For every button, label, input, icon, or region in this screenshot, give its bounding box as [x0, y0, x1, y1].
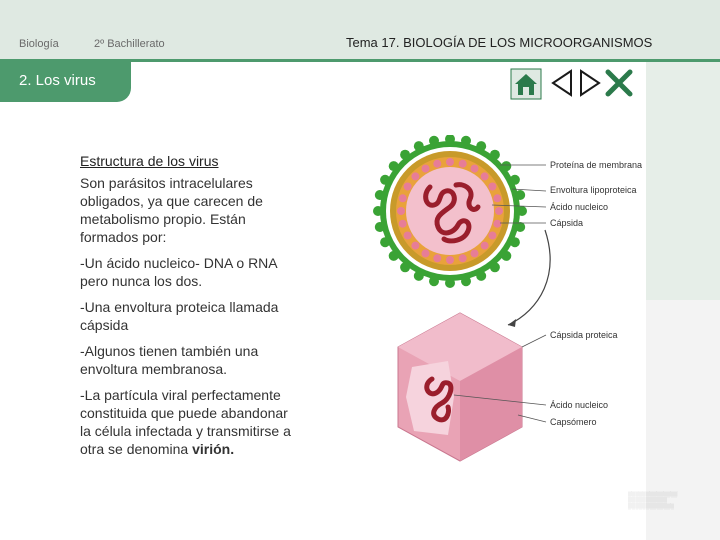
capsomere-bead — [446, 158, 454, 166]
content-heading: Estructura de los virus — [80, 153, 219, 169]
label-lipoprotein-envelope: Envoltura lipoproteica — [550, 185, 637, 195]
capsomere-bead — [488, 182, 497, 191]
capsomere-bead — [403, 182, 412, 191]
capsomere-bead — [397, 207, 405, 215]
membrane-protein — [413, 270, 424, 281]
capsomere-bead — [480, 241, 489, 250]
label-protein-capsid: Cápsida proteica — [550, 330, 618, 340]
membrane-protein — [461, 276, 471, 287]
membrane-protein — [509, 174, 520, 185]
paragraph-envelope: -Algunos tienen también una envoltura me… — [80, 343, 259, 377]
virion-term: virión. — [192, 441, 235, 457]
membrane-protein — [461, 135, 471, 146]
capsomere-bead — [433, 254, 442, 263]
capsomere-bead — [421, 164, 430, 173]
label-capsomere: Capsómero — [550, 417, 597, 427]
capsomere-bead — [458, 254, 467, 263]
capsomere-bead — [470, 249, 479, 258]
membrane-protein — [489, 149, 500, 160]
membrane-protein — [445, 278, 455, 288]
membrane-protein — [374, 190, 385, 200]
membrane-protein — [501, 250, 512, 261]
x-close-icon[interactable] — [604, 68, 634, 98]
membrane-protein — [400, 149, 411, 160]
capsomere-bead — [398, 219, 407, 228]
topic-name: BIOLOGÍA DE LOS MICROORGANISMOS — [403, 35, 653, 50]
virus-structure-figure: Proteína de membrana Envoltura lipoprote… — [350, 134, 646, 465]
copyright-watermark: ░░░░░░░░░░░░░░░░░░░░░░░░░░░░░░░░░░░░░░ — [628, 492, 678, 510]
capsid-beads — [397, 158, 503, 264]
icosahedral-capsid — [397, 312, 523, 462]
paragraph-capsid: -Una envoltura proteica llamada cápsida — [80, 299, 279, 333]
content-text: Estructura de los virus Son parásitos in… — [80, 152, 300, 466]
topic-prefix: Tema 17. — [346, 35, 404, 50]
membrane-protein — [380, 237, 391, 248]
topic-title: Tema 17. BIOLOGÍA DE LOS MICROORGANISMOS — [346, 35, 652, 50]
membrane-protein — [388, 161, 399, 172]
membrane-protein — [388, 250, 399, 261]
membrane-protein — [509, 237, 520, 248]
capsomere-bead — [411, 241, 420, 250]
transition-arrow — [507, 229, 551, 326]
membrane-protein — [476, 141, 487, 152]
capsomere-bead — [421, 249, 430, 258]
capsomere-bead — [495, 207, 503, 215]
membrane-protein — [476, 270, 487, 281]
virion-text: -La partícula viral perfectamente consti… — [80, 387, 291, 457]
paragraph-definition: Son parásitos intracelulares obligados, … — [80, 175, 263, 245]
capsomere-bead — [470, 164, 479, 173]
membrane-protein — [429, 276, 439, 287]
label-nucleic-acid-top: Ácido nucleico — [550, 202, 609, 212]
paragraph-virion: -La partícula viral perfectamente consti… — [80, 386, 300, 458]
capsomere-bead — [403, 231, 412, 240]
membrane-protein — [515, 222, 526, 232]
membrane-protein — [429, 135, 439, 146]
membrane-protein — [515, 190, 526, 200]
label-nucleic-acid-bottom: Ácido nucleico — [550, 400, 609, 410]
paragraph-nucleic-acid: -Un ácido nucleico- DNA o RNA pero nunca… — [80, 255, 277, 289]
membrane-protein — [501, 161, 512, 172]
home-icon[interactable] — [510, 68, 542, 100]
membrane-protein-spikes — [373, 134, 527, 288]
capsomere-bead — [446, 256, 454, 264]
header-bar — [0, 0, 720, 62]
membrane-protein — [374, 222, 385, 232]
capsomere-bead — [458, 159, 467, 168]
membrane-protein — [373, 206, 383, 216]
triangle-right-icon[interactable] — [578, 68, 602, 98]
membrane-protein — [400, 262, 411, 273]
side-panel-lower — [646, 300, 720, 540]
course-label: 2º Bachillerato — [94, 38, 165, 50]
capsomere-bead — [480, 172, 489, 181]
leader-lines — [453, 164, 547, 423]
capsomere-bead — [398, 194, 407, 203]
membrane-protein — [489, 262, 500, 273]
capsomere-bead — [433, 159, 442, 168]
header-divider — [0, 59, 720, 62]
capsomere-bead — [493, 194, 502, 203]
membrane-protein — [380, 174, 391, 185]
label-membrane-protein: Proteína de membrana — [550, 160, 643, 170]
label-capsid: Cápsida — [550, 218, 584, 228]
triangle-left-icon[interactable] — [550, 68, 574, 98]
section-title: 2. Los virus — [0, 62, 131, 102]
membrane-protein — [445, 134, 455, 144]
capsomere-bead — [488, 231, 497, 240]
subject-label: Biología — [19, 38, 59, 50]
capsomere-bead — [411, 172, 420, 181]
capsomere-bead — [493, 219, 502, 228]
virus-illustration — [373, 134, 551, 462]
membrane-protein — [413, 141, 424, 152]
membrane-protein — [517, 206, 527, 216]
